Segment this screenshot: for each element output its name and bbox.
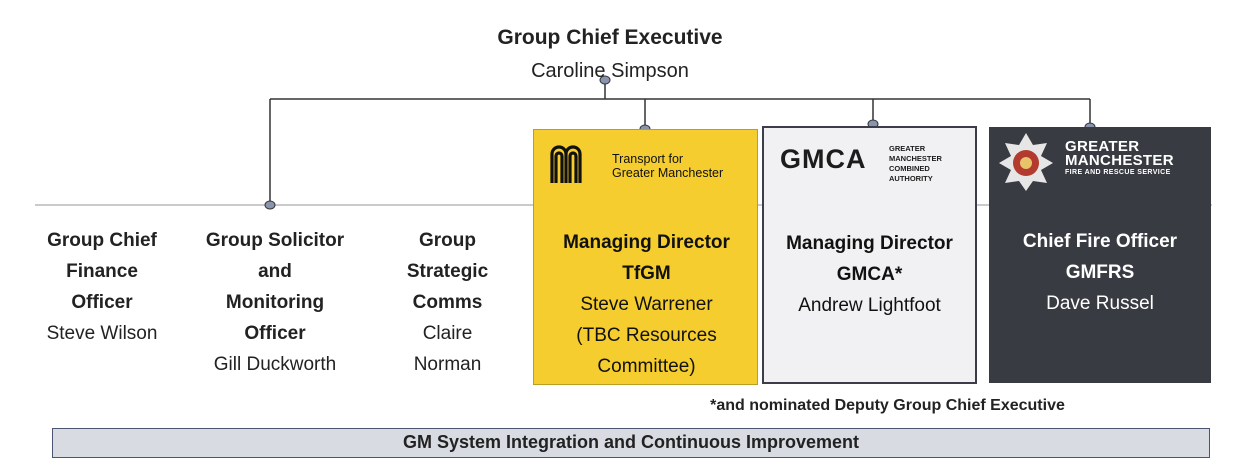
gmca-logo-sub-line: GREATER [889,144,926,153]
head-name: Caroline Simpson [531,60,689,82]
role-person: Committee) [597,356,696,377]
tfgm-logo-text: Transport for [612,152,684,166]
role-title-line: Group Chief [47,230,157,251]
gmca-logo-mark: GMCA [780,144,867,174]
role-title-line: GMFRS [1065,262,1135,283]
role-title-line: Finance [66,261,138,282]
role-person: Norman [413,354,482,375]
role-title-line: GMCA* [836,264,903,285]
role-person: Andrew Lightfoot [798,295,941,316]
role-title-line: Group [419,230,476,251]
node-exec [599,75,611,85]
role-person: Steve Warrener [580,294,713,315]
role-title-line: Managing Director [786,233,953,254]
gmca-logo-sub-line: COMBINED [889,164,930,173]
fire-crest-icon [999,133,1053,191]
tfgm-m-icon [550,145,582,183]
tfgm-logo: Transport for Greater Manchester [534,130,757,200]
gmfrs-logo-text: MANCHESTER [1065,152,1174,169]
role-person: Dave Russel [1046,293,1154,314]
banner: GM System Integration and Continuous Imp… [52,428,1210,458]
role-finance: Group Chief Finance Officer Steve Wilson [22,225,182,349]
gmfrs-logo-text: GREATER [1065,138,1140,155]
role-title-line: Officer [244,323,306,344]
role-title-line: and [258,261,292,282]
gmca-box: GMCA GREATER MANCHESTER COMBINED AUTHORI… [762,126,977,384]
gmfrs-logo: GREATER MANCHESTER FIRE AND RESCUE SERVI… [989,127,1211,197]
role-tfgm: Managing Director TfGM Steve Warrener (T… [534,227,759,382]
gmca-logo-sub-line: MANCHESTER [889,154,942,163]
role-title-line: Officer [71,292,133,313]
footnote: *and nominated Deputy Group Chief Execut… [710,397,1065,414]
role-title-line: Monitoring [225,292,325,313]
gmfrs-logo-sub: FIRE AND RESCUE SERVICE [1065,169,1171,176]
role-title-line: TfGM [622,263,671,284]
role-title-line: Managing Director [563,232,730,253]
role-title-line: Chief Fire Officer [1022,231,1178,252]
role-comms: Group Strategic Comms Claire Norman [380,225,515,380]
role-person: (TBC Resources [576,325,717,346]
tfgm-box: Transport for Greater Manchester Managin… [533,129,758,385]
role-person: Claire [422,323,473,344]
role-title-line: Comms [412,292,483,313]
tfgm-logo-text: Greater Manchester [612,166,724,180]
role-title-line: Group Solicitor [205,230,345,251]
gmfrs-box: GREATER MANCHESTER FIRE AND RESCUE SERVI… [989,127,1211,383]
role-person: Gill Duckworth [213,354,337,375]
role-gmca: Managing Director GMCA* Andrew Lightfoot [764,228,975,321]
role-title-line: Strategic [406,261,489,282]
head-title: Group Chief Executive [497,26,723,49]
gmca-logo-sub: GREATER MANCHESTER COMBINED AUTHORITY [889,144,942,184]
gmca-logo: GMCA GREATER MANCHESTER COMBINED AUTHORI… [764,128,975,198]
gmca-logo-sub-line: AUTHORITY [889,174,933,183]
node-solicitor [264,200,276,210]
role-gmfrs: Chief Fire Officer GMFRS Dave Russel [989,226,1211,319]
role-solicitor: Group Solicitor and Monitoring Officer G… [190,225,360,380]
role-person: Steve Wilson [46,323,158,344]
